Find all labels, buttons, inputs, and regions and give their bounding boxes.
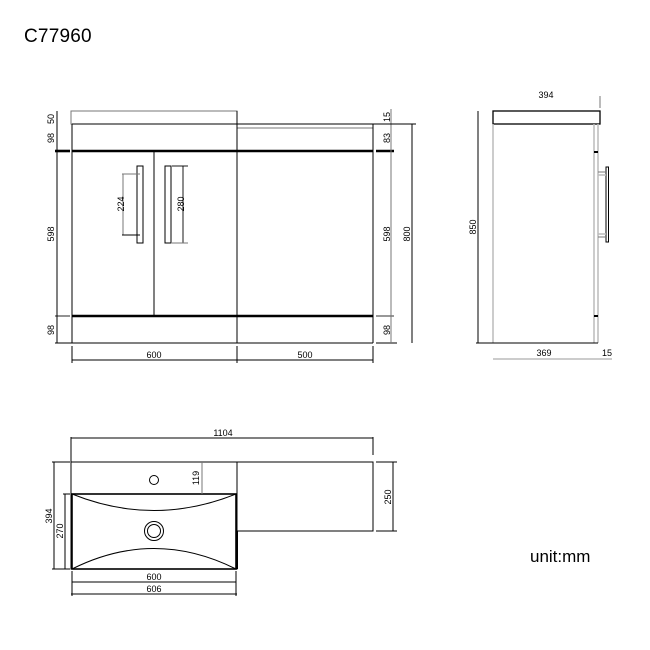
- basin-bowl: [71, 493, 237, 570]
- model-code: C77960: [24, 26, 92, 47]
- basin-inner-width-text: 600: [146, 572, 161, 582]
- left-door-handle: [136, 165, 144, 244]
- side-handle: [605, 166, 609, 243]
- side-body-depth-text: 369: [536, 348, 551, 358]
- bowl-lower-curve: [71, 548, 237, 570]
- left-dim-50: 50: [46, 114, 56, 124]
- tap-hole-icon: [149, 475, 159, 485]
- right-dim-800: 800: [402, 226, 412, 241]
- side-worktop: [492, 110, 601, 125]
- basin-slab: [70, 461, 238, 570]
- bowl-upper-curve: [71, 493, 237, 511]
- unit-depth-text: 250: [383, 489, 393, 504]
- basin-outer-width-text: 606: [146, 584, 161, 594]
- handle-length-dim-text: 280: [176, 196, 186, 211]
- right-door-handle: [164, 165, 172, 244]
- tap-offset-text: 119: [191, 471, 201, 485]
- top-view: 1104 119 250 394 270: [44, 428, 397, 596]
- side-height-text: 850: [468, 219, 478, 234]
- front-view: 224 280 50 98 598 98 15 83 598 98 800 60…: [46, 109, 416, 363]
- right-dim-598: 598: [382, 226, 392, 241]
- waste-inner-icon: [147, 524, 161, 538]
- basin-top-outline: [70, 110, 238, 125]
- right-dim-83: 83: [382, 133, 392, 143]
- side-view: 394 850 369 15: [468, 90, 612, 360]
- left-dim-598: 598: [46, 226, 56, 241]
- left-dim-bottom-98: 98: [46, 325, 56, 335]
- side-top-depth-text: 394: [538, 90, 553, 100]
- right-dim-15: 15: [382, 112, 392, 122]
- bottom-dim-500: 500: [297, 350, 312, 360]
- basin-depth-text: 270: [55, 523, 65, 538]
- top-right-unit: [236, 461, 374, 532]
- bottom-dim-600: 600: [146, 350, 161, 360]
- overall-depth-text: 394: [44, 508, 54, 523]
- top-width-text: 1104: [213, 428, 232, 438]
- unit-label: unit:mm: [530, 547, 591, 566]
- left-dim-98: 98: [46, 133, 56, 143]
- handle-hole-dim-text: 224: [116, 196, 126, 211]
- side-door-thickness-text: 15: [602, 348, 612, 358]
- right-dim-bottom-98: 98: [382, 325, 392, 335]
- waste-outer-icon: [144, 521, 164, 541]
